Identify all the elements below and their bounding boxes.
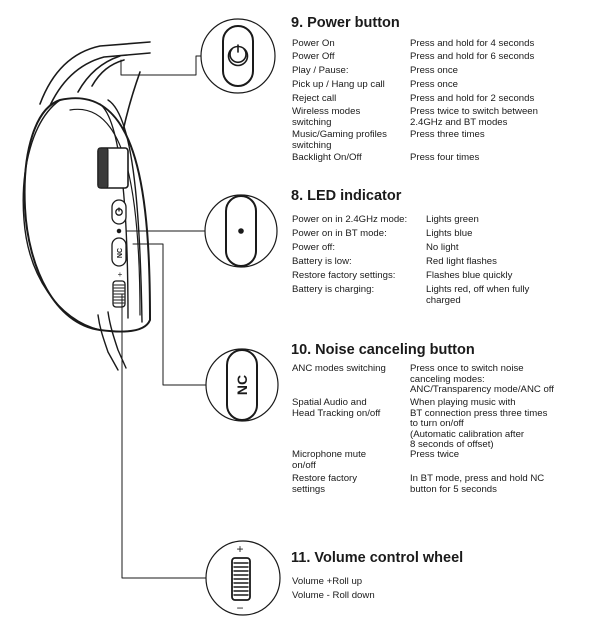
row-label: Restore factory settings:	[292, 270, 396, 281]
row-value: Press four times	[410, 152, 480, 163]
callout-led	[204, 194, 278, 268]
row-label: Play / Pause:	[292, 65, 349, 76]
row-label: Power off:	[292, 242, 336, 253]
row-value: Press and hold for 6 seconds	[410, 51, 535, 62]
headband	[39, 41, 151, 161]
row-value: Press twice	[410, 449, 460, 460]
row-label: Pick up / Hang up call	[292, 79, 385, 90]
row-value: Press once	[410, 79, 458, 90]
section-title-noise: 10. Noise canceling button	[291, 342, 475, 358]
row-value: Press three times	[410, 129, 485, 140]
hinge-block	[97, 147, 129, 189]
row-label: Volume +Roll up	[292, 576, 363, 587]
row-label: Power on in 2.4GHz mode:	[292, 214, 408, 225]
row-value: Press and hold for 4 seconds	[410, 38, 535, 49]
row-label: ANC modes switching	[292, 363, 386, 374]
volume-minus-sign: −	[236, 601, 243, 615]
row-label: Backlight On/Off	[292, 152, 362, 163]
callout-nc-label: NC	[234, 375, 250, 395]
row-value: Press once	[410, 65, 458, 76]
row-value: Press once to switch noise canceling mod…	[410, 363, 554, 395]
row-label: Battery is low:	[292, 256, 352, 267]
section-title-led: 8. LED indicator	[291, 188, 402, 204]
row-label: Spatial Audio and Head Tracking on/off	[292, 397, 381, 419]
row-value: Flashes blue quickly	[426, 270, 513, 281]
section-title-volume: 11. Volume control wheel	[291, 550, 464, 566]
row-value: In BT mode, press and hold NC button for…	[410, 473, 545, 495]
volume-plus-sign: +	[236, 542, 243, 556]
row-label: Volume - Roll down	[292, 590, 375, 601]
cup-nc-label: NC	[117, 248, 124, 258]
row-value: Lights red, off when fully charged	[426, 284, 530, 306]
row-value: Press twice to switch between 2.4GHz and…	[410, 106, 538, 128]
row-label: Power on in BT mode:	[292, 228, 387, 239]
row-label: Power On	[292, 38, 335, 49]
cup-buttons: NC +	[111, 199, 127, 308]
row-value: When playing music with BT connection pr…	[410, 397, 548, 450]
ear-cup	[22, 97, 151, 333]
row-label: Reject call	[292, 93, 337, 104]
row-label: Wireless modes switching	[292, 106, 361, 128]
row-label: Microphone mute on/off	[292, 449, 367, 471]
row-label: Power Off	[292, 51, 335, 62]
row-label: Music/Gaming profiles switching	[292, 129, 387, 151]
section-title-power: 9. Power button	[291, 15, 400, 31]
row-value: No light	[426, 242, 459, 253]
row-value: Lights green	[426, 214, 479, 225]
callout-power	[200, 18, 276, 94]
leader-lines	[120, 55, 215, 579]
cup-plus-sign: +	[118, 270, 123, 279]
row-value: Lights blue	[426, 228, 473, 239]
row-label: Restore factory settings	[292, 473, 358, 495]
row-value: Press and hold for 2 seconds	[410, 93, 535, 104]
callout-volume: + −	[205, 540, 281, 616]
row-value: Red light flashes	[426, 256, 497, 267]
callout-nc: NC	[205, 348, 279, 422]
cable	[97, 311, 127, 371]
row-label: Battery is charging:	[292, 284, 375, 295]
